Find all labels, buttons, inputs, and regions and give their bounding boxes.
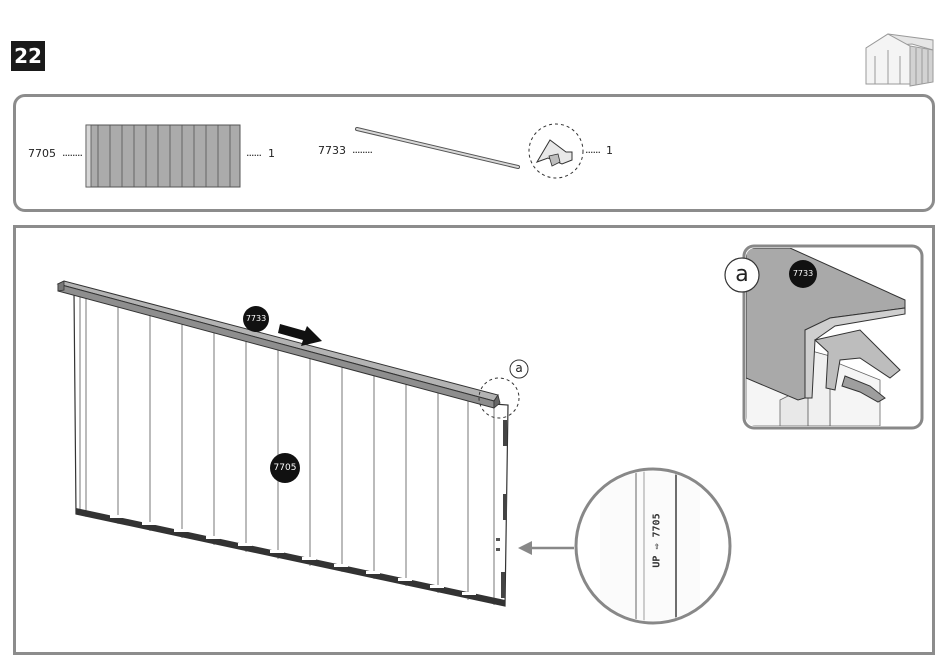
part-7733-leader: ........ xyxy=(352,143,372,156)
assembly-view-panel xyxy=(13,225,935,655)
part-7705-qty-leader: ...... xyxy=(246,146,261,159)
rail-tag-label: 7733 xyxy=(243,314,269,323)
wall-tag-label: 7705 xyxy=(270,463,300,473)
parts-list-panel xyxy=(13,94,935,212)
step-number-badge: 22 xyxy=(11,41,45,71)
part-7705-code: 7705 xyxy=(28,147,56,160)
detail-tag-label: 7733 xyxy=(789,269,817,278)
part-7733-code: 7733 xyxy=(318,144,346,157)
part-7733-qty: 1 xyxy=(606,144,613,157)
part-7705-qty: 1 xyxy=(268,147,275,160)
detail-a-inset-label: a xyxy=(732,262,752,287)
part-7705-leader: ........ xyxy=(62,146,82,159)
zoom-up-marking-text: UP ⇨ 7705 xyxy=(652,498,663,584)
detail-a-marker-label: a xyxy=(513,361,525,375)
part-7733-qty-leader: ...... xyxy=(585,143,600,156)
